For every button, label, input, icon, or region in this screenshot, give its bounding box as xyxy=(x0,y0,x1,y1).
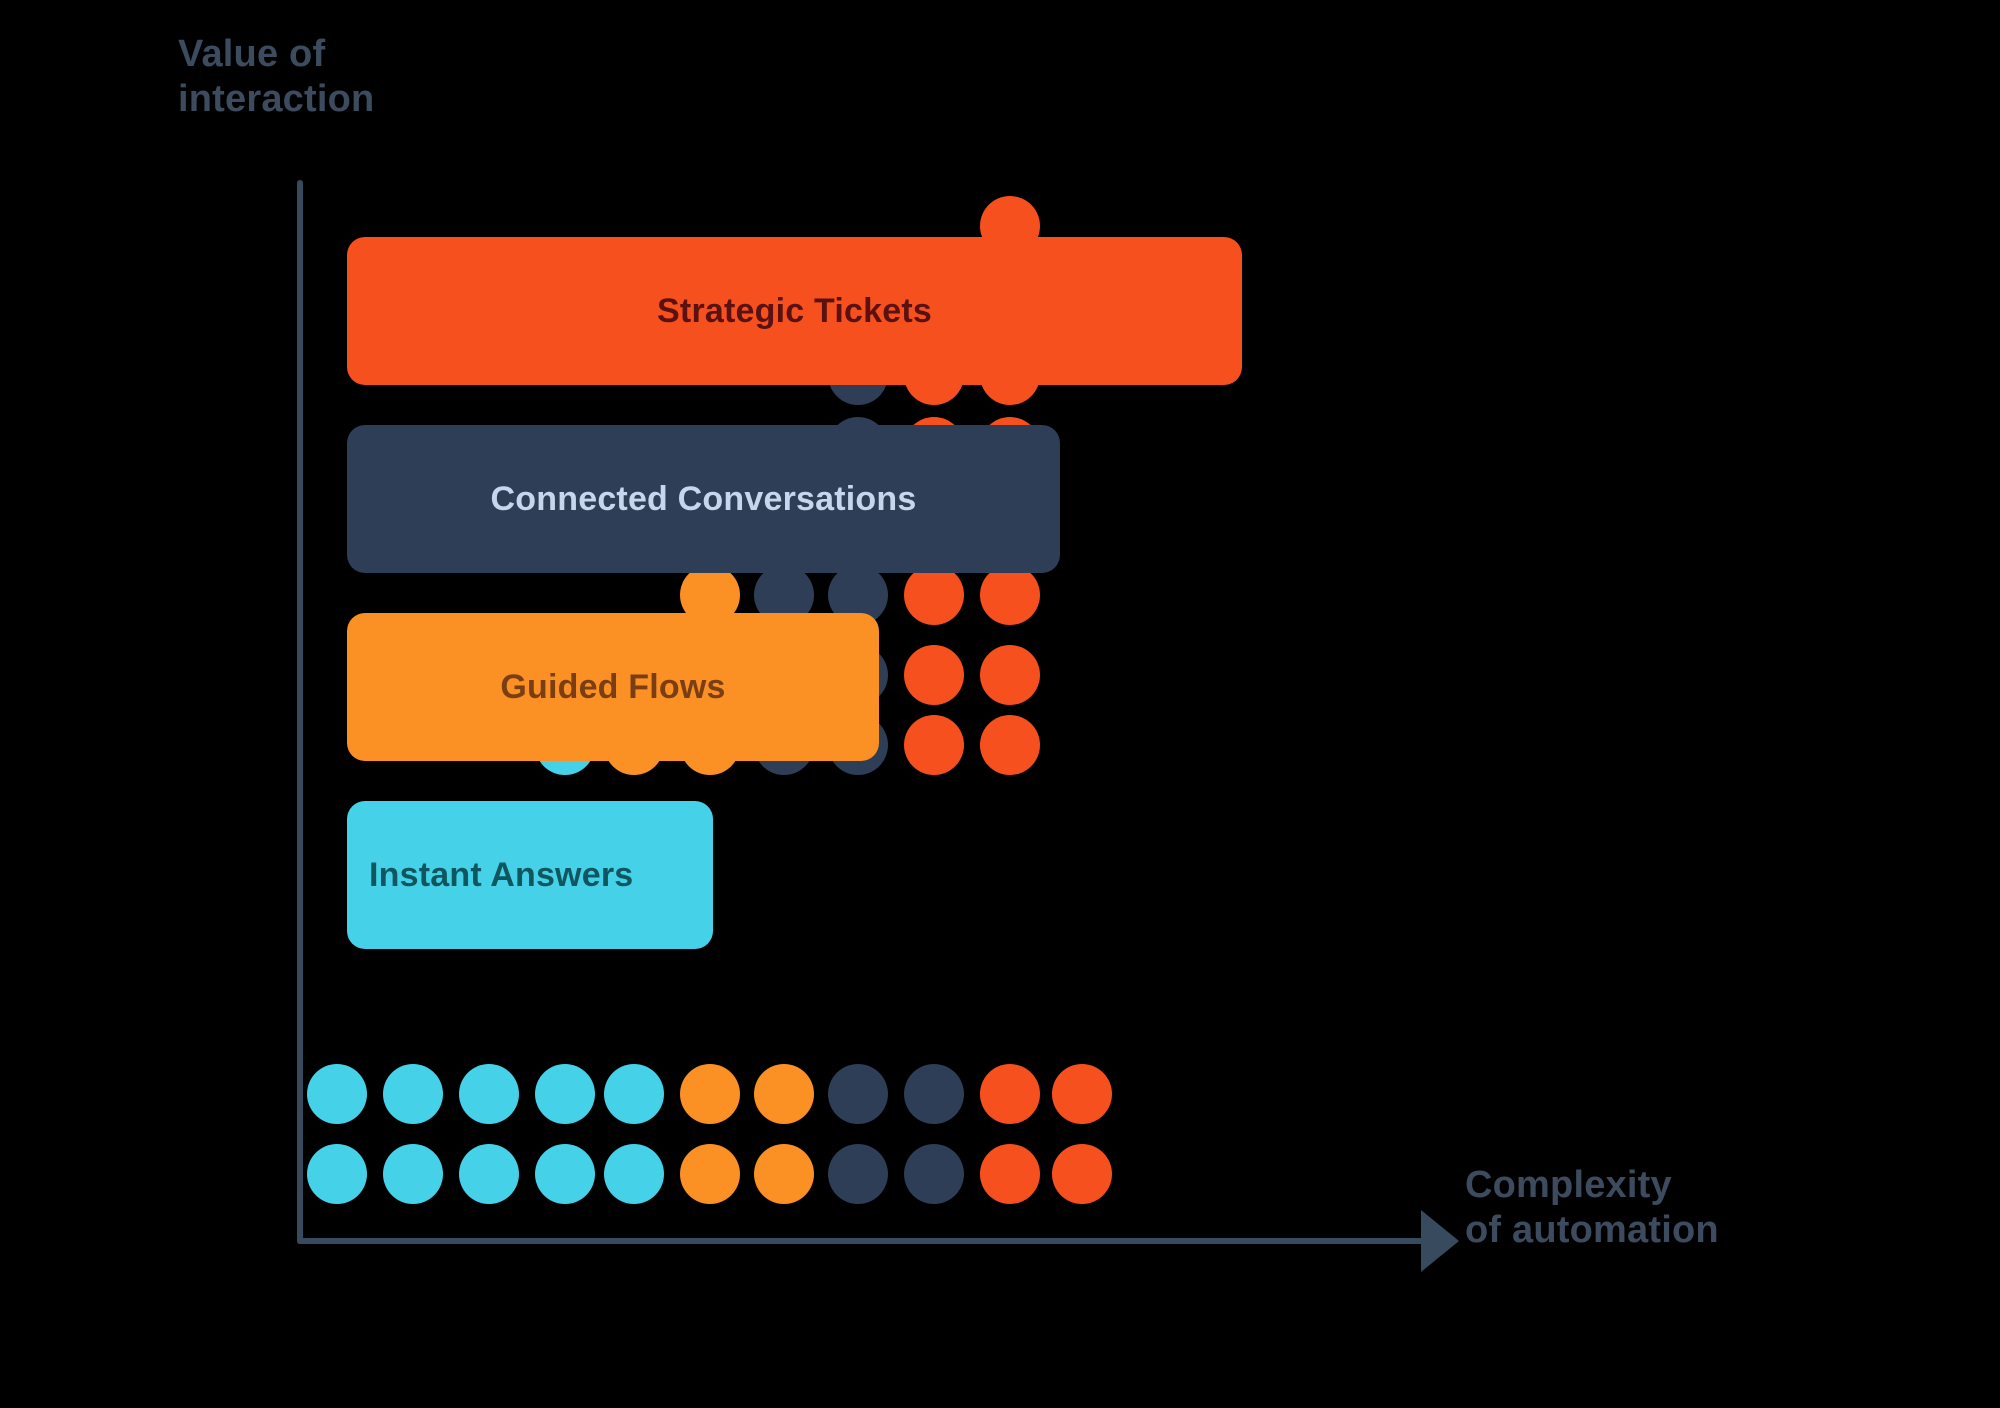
matrix-dot-r9-c3 xyxy=(459,1064,519,1124)
matrix-dot-r10-c10 xyxy=(980,1144,1040,1204)
matrix-dot-r9-c9 xyxy=(904,1064,964,1124)
matrix-dot-r10-c11 xyxy=(1052,1144,1112,1204)
matrix-dot-r10-c1 xyxy=(307,1144,367,1204)
matrix-dot-r9-c8 xyxy=(828,1064,888,1124)
matrix-dot-r6-c10 xyxy=(980,565,1040,625)
matrix-dot-r9-c11 xyxy=(1052,1064,1112,1124)
matrix-dot-r10-c5 xyxy=(604,1144,664,1204)
matrix-dot-r10-c4 xyxy=(535,1144,595,1204)
bar-label: Instant Answers xyxy=(369,855,634,894)
matrix-dot-r10-c7 xyxy=(754,1144,814,1204)
bar-strategic-tickets: Strategic Tickets xyxy=(347,237,1242,385)
matrix-dot-r7-c9 xyxy=(904,645,964,705)
matrix-dot-r9-c1 xyxy=(307,1064,367,1124)
matrix-dot-r8-c10 xyxy=(980,715,1040,775)
matrix-dot-r10-c6 xyxy=(680,1144,740,1204)
x-axis-line xyxy=(297,1238,1431,1244)
matrix-dot-r9-c10 xyxy=(980,1064,1040,1124)
matrix-dot-r6-c9 xyxy=(904,565,964,625)
bar-instant-answers: Instant Answers xyxy=(347,801,713,949)
matrix-dot-r9-c6 xyxy=(680,1064,740,1124)
bar-guided-flows: Guided Flows xyxy=(347,613,879,761)
bar-label: Strategic Tickets xyxy=(657,291,932,330)
bar-label: Connected Conversations xyxy=(490,479,917,518)
matrix-dot-r10-c8 xyxy=(828,1144,888,1204)
matrix-dot-r10-c9 xyxy=(904,1144,964,1204)
matrix-dot-r9-c2 xyxy=(383,1064,443,1124)
bar-label: Guided Flows xyxy=(500,667,726,706)
arrow-right-icon xyxy=(1421,1210,1459,1272)
matrix-dot-r9-c5 xyxy=(604,1064,664,1124)
matrix-dot-r7-c10 xyxy=(980,645,1040,705)
y-axis-line xyxy=(297,180,303,1244)
matrix-dot-r9-c4 xyxy=(535,1064,595,1124)
bar-connected-conversations: Connected Conversations xyxy=(347,425,1060,573)
matrix-dot-r10-c3 xyxy=(459,1144,519,1204)
matrix-dot-r9-c7 xyxy=(754,1064,814,1124)
matrix-dot-r10-c2 xyxy=(383,1144,443,1204)
x-axis-label: Complexity of automation xyxy=(1465,1164,1719,1251)
matrix-dot-r8-c9 xyxy=(904,715,964,775)
y-axis-label: Value of interaction xyxy=(178,33,375,120)
